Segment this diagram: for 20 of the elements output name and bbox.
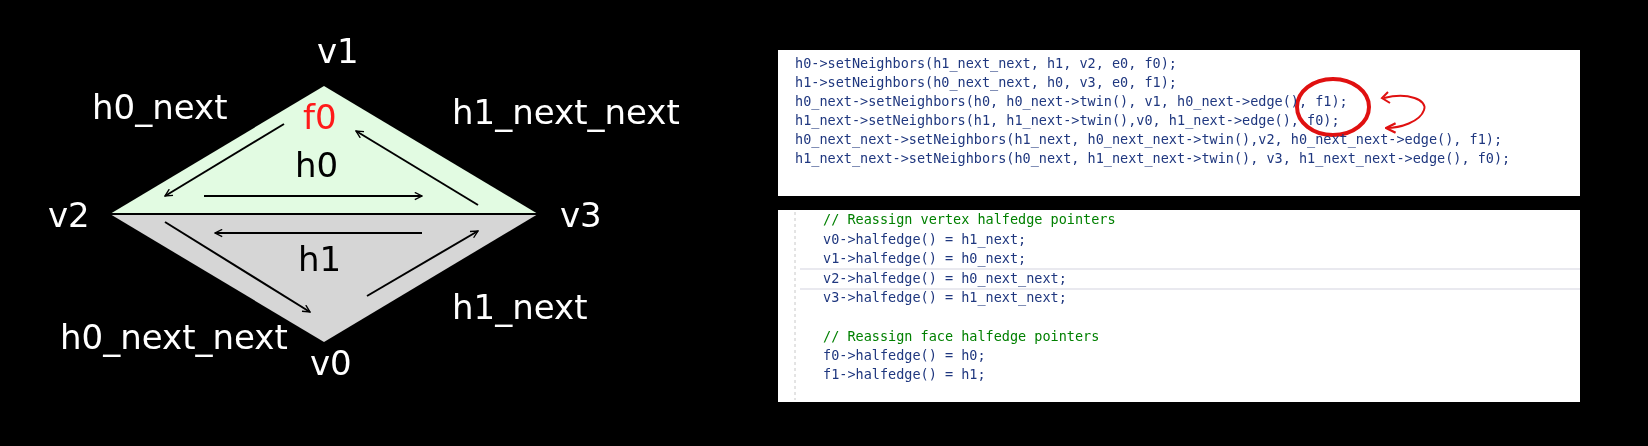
code-comment: // Reassign face halfedge pointers: [823, 330, 1100, 344]
code-line: h0->setNeighbors(h1_next_next, h1, v2, e0, f0);: [795, 57, 1177, 71]
code-comment: // Reassign vertex halfedge pointers: [823, 213, 1116, 227]
code-line: v0->halfedge() = h1_next;: [823, 233, 1027, 247]
vertex-label: v3: [560, 198, 602, 232]
code-line: v1->halfedge() = h0_next;: [823, 252, 1027, 266]
code-line: f0->halfedge() = h0;: [823, 349, 986, 363]
code-line: v2->halfedge() = h0_next_next;: [823, 272, 1067, 286]
code-line: v3->halfedge() = h1_next_next;: [823, 291, 1067, 305]
face-label: f0: [303, 100, 337, 134]
vertex-label: v1: [317, 34, 359, 68]
halfedge-label: h1: [298, 242, 342, 276]
code-line: h1->setNeighbors(h0_next_next, h0, v3, e0, f1);: [795, 76, 1177, 90]
halfedge-label: h0: [295, 148, 339, 182]
code-line: h0_next_next->setNeighbors(h1_next, h0_next_next->twin(),v2, h0_next_next->edge(), f1);: [795, 133, 1503, 147]
code-line: f1->halfedge() = h1;: [823, 368, 986, 382]
vertex-label: v0: [310, 346, 352, 380]
code-line: h1_next->setNeighbors(h1, h1_next->twin(),v0, h1_next->edge(), f0);: [795, 114, 1340, 128]
vertex-label: v2: [48, 198, 90, 232]
code-line: h1_next_next->setNeighbors(h0_next, h1_next_next->twin(), v3, h1_next_next->edge(), f0);: [795, 152, 1511, 166]
